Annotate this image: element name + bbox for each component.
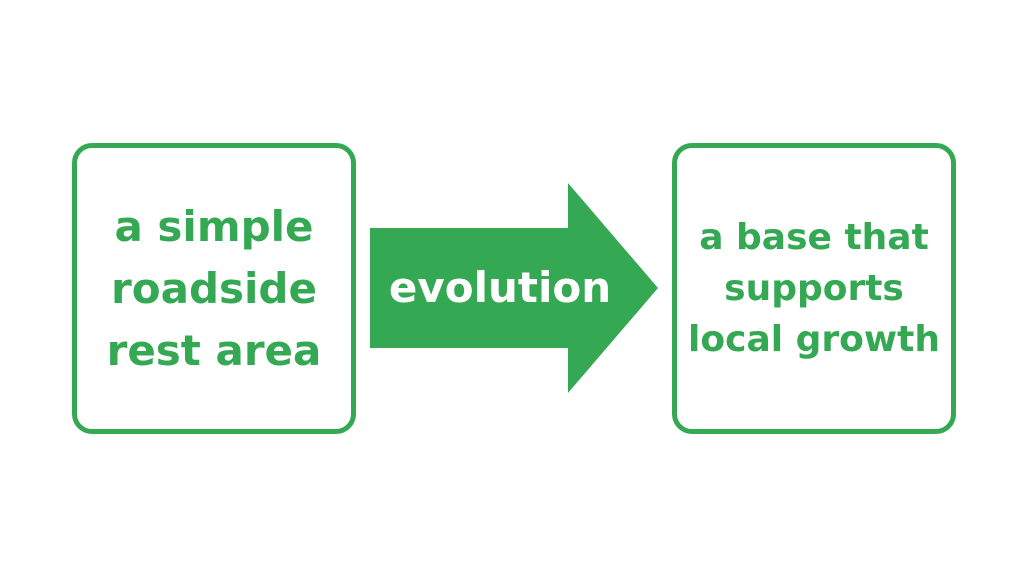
left-box-line: rest area [106,325,322,375]
right-box-line: supports [724,268,904,309]
left-box-line: roadside [111,263,317,313]
right-box-line: local growth [688,319,940,360]
right-box-line: a base that [699,217,929,258]
left-box: a simple roadside rest area [72,143,356,434]
arrow-label: evolution [388,263,612,312]
right-box: a base that supports local growth [672,143,956,434]
left-box-line: a simple [114,201,314,251]
